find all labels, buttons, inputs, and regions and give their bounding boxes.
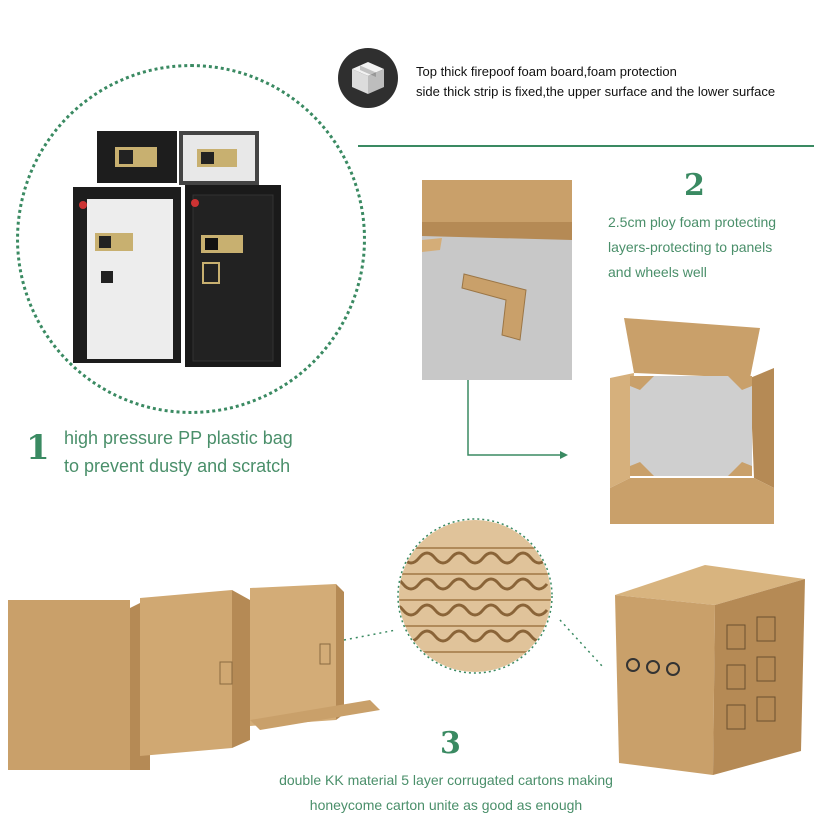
top-note: Top thick firepoof foam board,foam prote…: [416, 62, 775, 102]
top-note-line2: side thick strip is fixed,the upper surf…: [416, 84, 776, 99]
step2-line2: layers-protecting to panels: [608, 239, 773, 255]
step1-number: 1: [26, 428, 50, 468]
step3-number: 3: [440, 726, 461, 761]
step3-line1: double KK material 5 layer corrugated ca…: [279, 772, 613, 788]
step3-line2: honeycome carton unite as good as enough: [309, 797, 583, 813]
divider: [358, 145, 814, 147]
box-icon: [338, 48, 398, 108]
step1-line2: to prevent dusty and scratch: [64, 456, 291, 476]
open-box-photo: [610, 318, 774, 524]
top-note-line1: Top thick firepoof foam board,foam prote…: [416, 64, 677, 79]
step2-text: 2.5cm ploy foam protecting layers-protec…: [608, 210, 776, 285]
step1-line1: high pressure PP plastic bag: [64, 428, 293, 448]
corrugated-closeup: [397, 518, 553, 674]
step2-line3: and wheels well: [608, 264, 707, 280]
safes-image: [73, 131, 281, 367]
closed-carton-photo: [605, 565, 810, 785]
step2-number: 2: [684, 168, 705, 203]
step2-line1: 2.5cm ploy foam protecting: [608, 214, 777, 230]
arrow-connector: [460, 380, 570, 470]
step3-text: double KK material 5 layer corrugated ca…: [256, 768, 636, 818]
dotted-connector: [340, 600, 640, 690]
step1-text: high pressure PP plastic bag to prevent …: [64, 424, 293, 480]
safes-photo-circle: [16, 64, 366, 414]
cartons-photo: [0, 570, 380, 770]
foam-corner-photo: [422, 180, 572, 380]
